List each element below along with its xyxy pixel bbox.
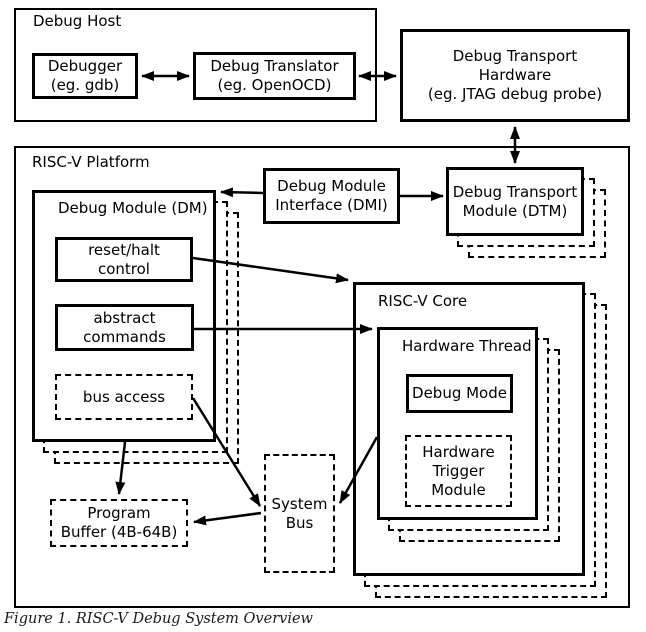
dtm-box: Debug Transport Module (DTM) bbox=[446, 167, 584, 236]
debug-mode-label: Debug Mode bbox=[412, 384, 507, 402]
debug-mode-box: Debug Mode bbox=[406, 374, 513, 413]
system-bus-box: System Bus bbox=[264, 454, 335, 573]
abstract-commands-label: abstract commands bbox=[83, 308, 166, 346]
debugger-label: Debugger (eg. gdb) bbox=[47, 57, 123, 94]
reset-halt-control-box: reset/halt control bbox=[55, 237, 193, 282]
bus-access-box: bus access bbox=[55, 374, 193, 420]
debug-translator-label: Debug Translator (eg. OpenOCD) bbox=[210, 57, 339, 94]
debug-transport-hardware-label: Debug Transport Hardware (eg. JTAG debug… bbox=[427, 47, 603, 103]
reset-halt-control-label: reset/halt control bbox=[88, 240, 160, 278]
hardware-thread-label: Hardware Thread bbox=[402, 337, 532, 355]
figure-caption: Figure 1. RISC-V Debug System Overview bbox=[4, 611, 313, 627]
riscv-platform-label: RISC-V Platform bbox=[32, 153, 150, 171]
system-bus-label: System Bus bbox=[271, 494, 328, 532]
debug-translator-box: Debug Translator (eg. OpenOCD) bbox=[193, 52, 356, 100]
debugger-box: Debugger (eg. gdb) bbox=[32, 53, 138, 99]
debug-transport-hardware-box: Debug Transport Hardware (eg. JTAG debug… bbox=[400, 29, 630, 122]
debug-host-label: Debug Host bbox=[33, 12, 122, 30]
hardware-trigger-module-box: Hardware Trigger Module bbox=[405, 435, 512, 507]
dtm-label: Debug Transport Module (DTM) bbox=[452, 182, 578, 220]
dmi-box: Debug Module Interface (DMI) bbox=[263, 168, 400, 224]
abstract-commands-box: abstract commands bbox=[55, 304, 194, 351]
dmi-label: Debug Module Interface (DMI) bbox=[275, 177, 388, 214]
hardware-trigger-module-label: Hardware Trigger Module bbox=[422, 442, 495, 499]
bus-access-label: bus access bbox=[82, 387, 166, 406]
program-buffer-label: Program Buffer (4B-64B) bbox=[60, 504, 178, 541]
program-buffer-box: Program Buffer (4B-64B) bbox=[50, 499, 188, 547]
debug-module-label: Debug Module (DM) bbox=[58, 199, 208, 217]
riscv-core-label: RISC-V Core bbox=[378, 292, 468, 310]
